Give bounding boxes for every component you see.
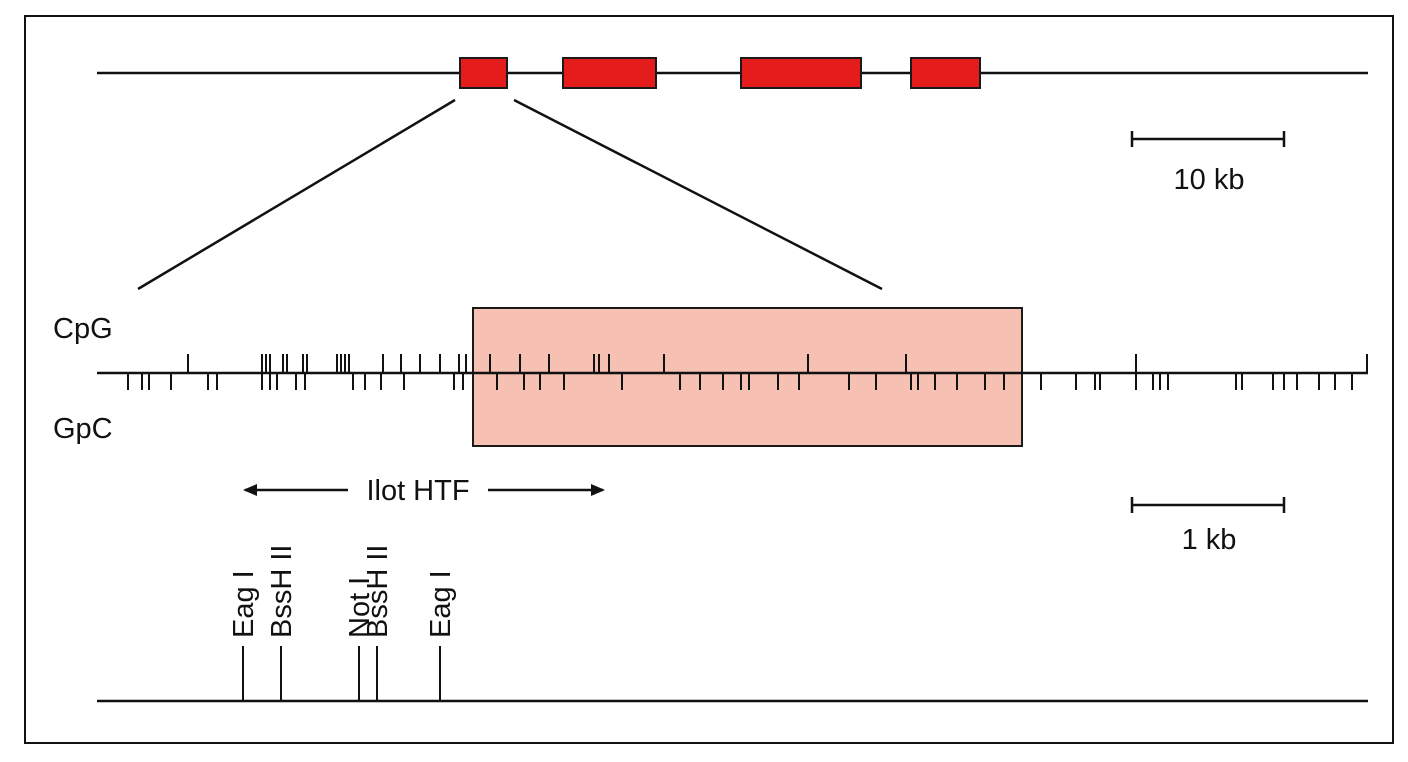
exon-1: [459, 57, 508, 89]
gpc-label: GpC: [53, 413, 113, 445]
scale-label-10kb: 10 kb: [1174, 164, 1245, 196]
cpg-map: CpG GpC: [53, 307, 1368, 447]
gene-map: [97, 57, 1368, 89]
cpg-label: CpG: [53, 313, 113, 345]
figure-frame: [24, 15, 1394, 744]
cpg-site-ticks: [187, 354, 1368, 373]
htf-island-label: Ilot HTF: [366, 475, 469, 507]
exon-4: [910, 57, 981, 89]
restriction-site-label: BssH II: [362, 545, 394, 638]
exon-3: [740, 57, 862, 89]
htf-island-range: Ilot HTF: [243, 475, 605, 507]
zoom-line-left: [137, 98, 456, 291]
scale-bar-10kb: 10 kb: [1130, 131, 1286, 196]
restriction-site-label: BssH II: [266, 545, 298, 638]
scale-label-1kb: 1 kb: [1182, 524, 1237, 556]
restriction-site-label: Eag I: [228, 570, 260, 638]
htf-island-box: [472, 307, 1023, 447]
zoom-line-right: [513, 98, 883, 291]
exon-2: [562, 57, 657, 89]
restriction-site-label: Not I: [344, 577, 376, 638]
gpc-site-ticks: [127, 373, 1353, 390]
restriction-site-label: Eag I: [425, 570, 457, 638]
scale-bar-1kb: 1 kb: [1130, 497, 1286, 556]
